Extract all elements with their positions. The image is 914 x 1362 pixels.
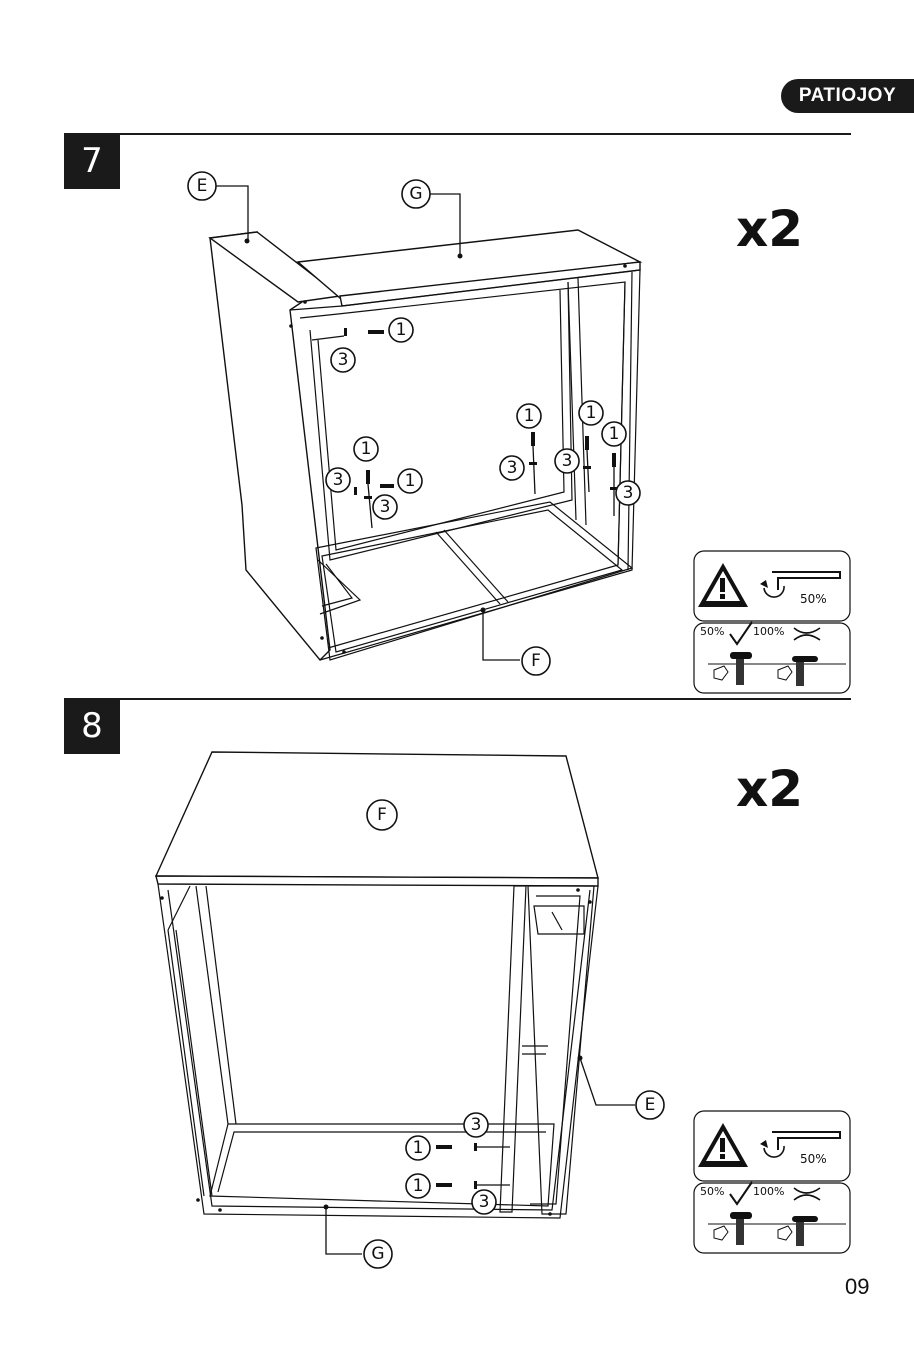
svg-text:1: 1: [524, 406, 535, 426]
svg-text:1: 1: [413, 1138, 424, 1158]
callout-g: G: [402, 180, 430, 208]
svg-text:1: 1: [413, 1176, 424, 1196]
svg-text:1: 1: [609, 424, 620, 444]
svg-text:100%: 100%: [753, 625, 784, 638]
callout-g: G: [364, 1240, 392, 1268]
svg-text:F: F: [531, 651, 541, 671]
svg-text:50%: 50%: [700, 625, 724, 638]
callout-3: 3: [500, 456, 524, 480]
callout-f: F: [367, 800, 397, 830]
svg-text:100%: 100%: [753, 1185, 784, 1198]
callout-1: 1: [406, 1136, 430, 1160]
callout-1: 1: [389, 318, 413, 342]
callout-3: 3: [326, 468, 350, 492]
callout-3: 3: [373, 495, 397, 519]
svg-text:G: G: [409, 184, 422, 204]
callout-1: 1: [602, 422, 626, 446]
screw-icon: [344, 328, 618, 499]
callout-f: F: [522, 647, 550, 675]
callout-1: 1: [406, 1174, 430, 1198]
svg-text:3: 3: [333, 470, 344, 490]
svg-text:1: 1: [396, 320, 407, 340]
panel-f-edge: [156, 876, 598, 886]
svg-text:E: E: [645, 1095, 656, 1115]
step-8-diagram: F E G 3 1 1 3 50% 50% 100%: [156, 752, 850, 1268]
callout-1: 1: [517, 404, 541, 428]
callout-1: 1: [398, 469, 422, 493]
callout-3: 3: [464, 1113, 488, 1137]
svg-text:3: 3: [471, 1115, 482, 1135]
svg-text:50%: 50%: [800, 1152, 827, 1166]
callout-1: 1: [579, 401, 603, 425]
svg-text:1: 1: [361, 439, 372, 459]
svg-text:G: G: [371, 1244, 384, 1264]
svg-text:50%: 50%: [800, 592, 827, 606]
callout-3: 3: [472, 1190, 496, 1214]
svg-text:3: 3: [562, 451, 573, 471]
callout-3: 3: [555, 449, 579, 473]
callout-1: 1: [354, 437, 378, 461]
callout-3: 3: [331, 348, 355, 372]
step-7-diagram: E G F 1 3 1 3 1 3 1 3 1 3 1 3: [188, 172, 850, 693]
svg-text:F: F: [377, 805, 387, 825]
torque-warning-panel: 50% 50% 100%: [694, 1111, 850, 1253]
svg-text:1: 1: [586, 403, 597, 423]
screw-icon: [436, 1143, 477, 1189]
svg-text:3: 3: [338, 350, 349, 370]
callout-e: E: [188, 172, 216, 200]
callout-e: E: [636, 1091, 664, 1119]
svg-text:1: 1: [405, 471, 416, 491]
svg-text:3: 3: [380, 497, 391, 517]
callout-3: 3: [616, 481, 640, 505]
torque-warning-panel: 50% 50% 100%: [694, 551, 850, 693]
svg-text:50%: 50%: [700, 1185, 724, 1198]
svg-text:3: 3: [479, 1192, 490, 1212]
svg-text:E: E: [197, 176, 208, 196]
svg-text:3: 3: [623, 483, 634, 503]
svg-text:3: 3: [507, 458, 518, 478]
